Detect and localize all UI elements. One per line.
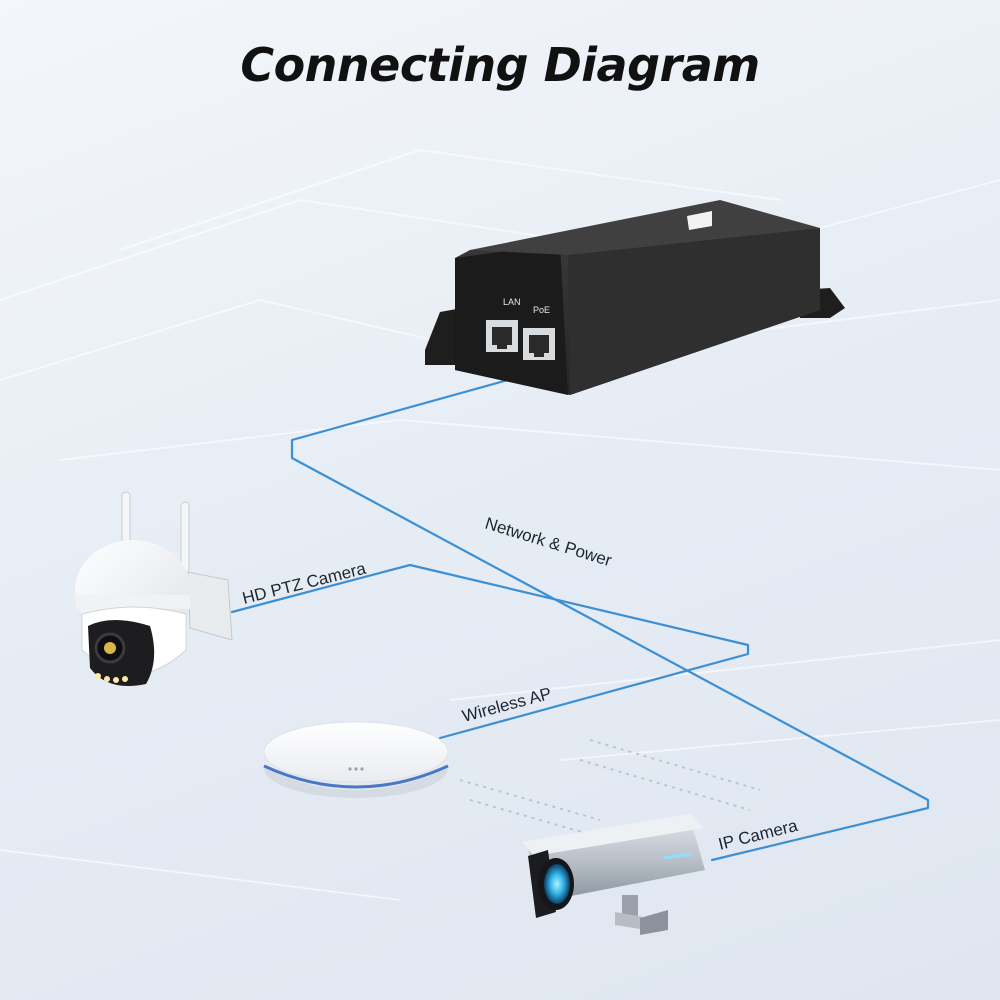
poe-injector-icon: LAN PoE — [425, 200, 845, 395]
port-poe-label: PoE — [533, 305, 550, 315]
wireless-ap-icon — [263, 721, 449, 798]
ptz-cable — [230, 563, 750, 740]
hd-ptz-camera-label: HD PTZ Camera — [240, 559, 368, 608]
ip-camera-icon — [522, 814, 705, 935]
network-power-label: Network & Power — [483, 514, 614, 571]
page-title: Connecting Diagram — [240, 38, 760, 92]
lan-port — [486, 320, 518, 352]
injector-cable — [290, 378, 930, 862]
port-lan-label: LAN — [503, 297, 521, 307]
poe-port — [523, 328, 555, 360]
ptz-camera-icon — [75, 491, 233, 686]
cables — [230, 378, 930, 862]
background-lines — [0, 148, 1000, 901]
